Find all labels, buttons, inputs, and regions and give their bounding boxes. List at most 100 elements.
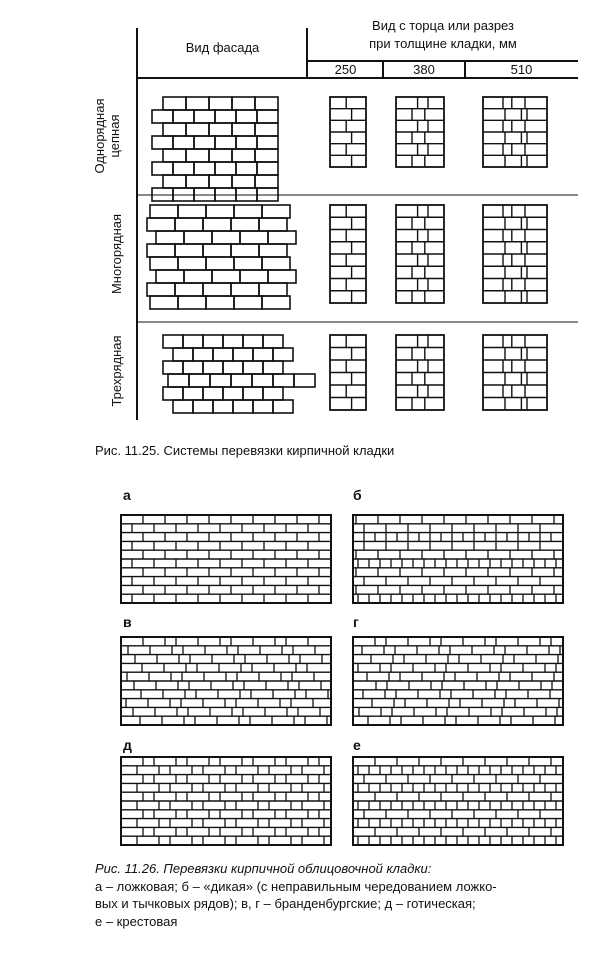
facade-brick [251,373,274,388]
facade-brick [267,230,297,245]
facade-brick [235,135,258,150]
facade-brick [254,96,279,111]
facade-brick [230,217,260,232]
facade-brick [252,399,274,414]
facade-brick [149,295,179,310]
facade-brick [162,148,187,163]
facade-brick [261,295,291,310]
facade-brick [242,386,264,401]
thickness-250: 250 [334,62,357,77]
panel-label-b: б [353,487,362,503]
facade-brick [230,243,260,258]
facade-brick [162,386,184,401]
facade-brick [155,269,185,284]
facade-brick [230,282,260,297]
facade-brick [239,230,269,245]
facade-brick [212,399,234,414]
facade-brick [205,204,235,219]
facade-brick [177,204,207,219]
facade-brick [183,269,213,284]
facade-brick [146,217,176,232]
facade-brick [162,96,187,111]
thickness-510: 510 [510,62,533,77]
row-label-three-row: Трехрядная [109,335,124,407]
facade-brick [261,204,291,219]
facade-brick [209,373,232,388]
facade-brick [293,373,316,388]
facade-brick [211,230,241,245]
panel-label-e: е [353,737,361,753]
facade-brick [239,269,269,284]
facade-brick [258,243,288,258]
facade-brick [262,334,284,349]
facade-brick [177,256,207,271]
facade-brick [202,282,232,297]
facade-brick [182,334,204,349]
facade-brick [211,269,241,284]
header-facade-view: Вид фасада [185,40,260,55]
facade-brick [174,217,204,232]
facade-brick [174,282,204,297]
facade-brick [272,399,294,414]
figure-11-26-title: Рис. 11.26. Перевязки кирпичной облицово… [95,861,432,876]
facade-brick [231,174,256,189]
facade-brick [183,230,213,245]
facade-brick [212,347,234,362]
facade-brick [262,360,284,375]
facade-brick [208,96,233,111]
facade-brick [185,148,210,163]
facade-brick [208,122,233,137]
facade-brick [202,243,232,258]
panel-label-v: в [123,614,132,630]
facade-brick [222,334,244,349]
facade-brick [205,256,235,271]
facade-brick [162,174,187,189]
facade-brick [231,122,256,137]
row-label-multi-row: Многорядная [109,213,124,295]
facade-brick [235,161,258,176]
facade-brick [185,96,210,111]
figure-11-26-legend-line1: а – ложковая; б – «дикая» (с неправильны… [95,878,497,894]
facade-brick [252,347,274,362]
facade-brick [192,399,214,414]
facade-brick [235,109,258,124]
facade-brick [231,148,256,163]
facade-brick [256,109,279,124]
facade-brick [172,347,194,362]
figure-11-26-legend-line2: вых и тычковых рядов); в, г – бранденбур… [95,896,476,912]
facade-brick [174,243,204,258]
facade-brick [256,187,279,202]
facade-brick [231,96,256,111]
facade-brick [214,161,237,176]
panel-label-g: г [353,614,359,630]
facade-brick [162,122,187,137]
facade-brick [146,243,176,258]
figure-11-26-caption: Рис. 11.26. Перевязки кирпичной облицово… [95,860,585,930]
facade-brick [230,373,253,388]
thickness-380: 380 [413,62,435,77]
facade-brick [151,161,174,176]
panel-label-d: д [123,737,132,753]
facade-brick [262,386,284,401]
facade-brick [172,399,194,414]
facade-brick [242,360,264,375]
facade-brick [202,360,224,375]
facade-brick [185,174,210,189]
facade-brick [193,161,216,176]
figure-11-25-caption: Рис. 11.25. Системы перевязки кирпичной … [95,443,395,458]
facade-brick [177,295,207,310]
facade-brick [233,204,263,219]
facade-brick [146,282,176,297]
facade-brick [149,256,179,271]
header-end-view-line1: Вид с торца или разрез [372,18,514,33]
facade-brick [233,256,263,271]
facade-brick [272,347,294,362]
facade-brick [256,161,279,176]
figure-11-26-legend-line3: е – крестовая [95,913,178,929]
facade-brick [151,135,174,150]
facade-brick [254,174,279,189]
facade-brick [222,386,244,401]
facade-brick [162,360,184,375]
facade-brick [162,334,184,349]
facade-brick [192,347,214,362]
